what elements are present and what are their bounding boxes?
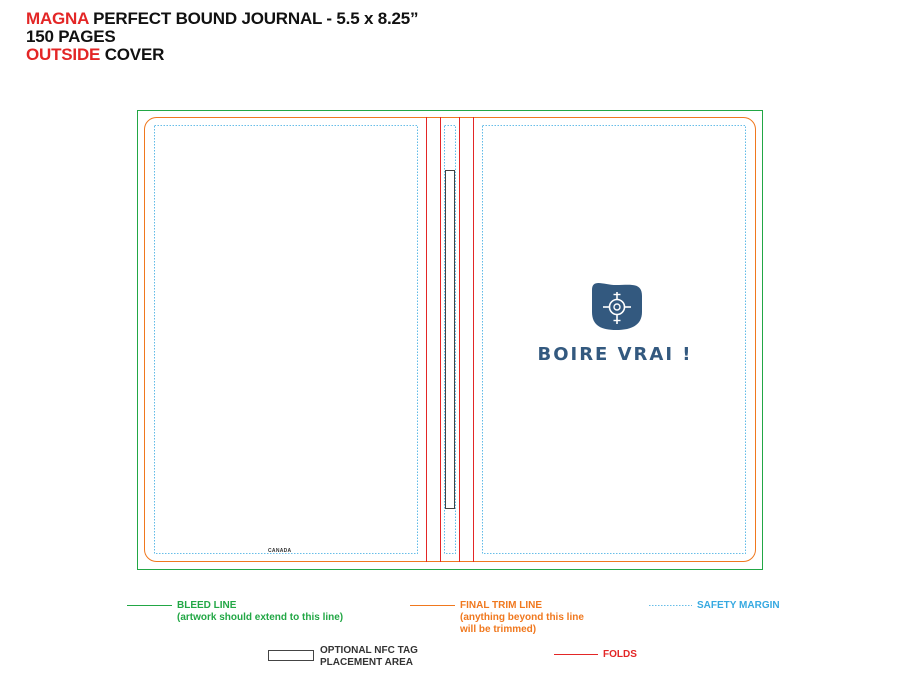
legend-safety: SAFETY MARGIN <box>697 600 780 612</box>
back-cover-imprint: CANADA <box>268 548 292 554</box>
legend-bleed-note: (artwork should extend to this line) <box>177 612 344 623</box>
crosshair-target-icon <box>592 282 642 330</box>
trim-line <box>144 117 756 562</box>
header-brand: MAGNA <box>26 9 89 28</box>
legend-trim-title: FINAL TRIM LINE <box>460 600 543 611</box>
header-side: OUTSIDE <box>26 45 101 64</box>
legend-nfc: OPTIONAL NFC TAG PLACEMENT AREA <box>320 645 418 669</box>
legend-bleed-title: BLEED LINE <box>177 600 237 611</box>
legend-nfc-title-2: PLACEMENT AREA <box>320 657 413 668</box>
safety-margin-spine <box>444 125 456 554</box>
safety-margin-front <box>482 125 746 554</box>
header-line-1: MAGNA PERFECT BOUND JOURNAL - 5.5 x 8.25… <box>26 9 419 28</box>
document-header: MAGNA PERFECT BOUND JOURNAL - 5.5 x 8.25… <box>26 9 419 64</box>
legend-nfc-title-1: OPTIONAL NFC TAG <box>320 645 418 656</box>
header-page-count: 150 PAGES <box>26 27 116 46</box>
legend-trim: FINAL TRIM LINE (anything beyond this li… <box>460 600 584 636</box>
bleed-line <box>137 110 763 570</box>
nfc-placement-area <box>445 170 455 509</box>
legend-nfc-swatch <box>268 650 314 661</box>
legend-trim-note-1: (anything beyond this line <box>460 612 584 623</box>
legend-folds: FOLDS <box>603 649 637 661</box>
legend-safety-title: SAFETY MARGIN <box>697 600 780 611</box>
brand-wordmark: BOIRE VRAI ! <box>537 344 693 365</box>
header-line-3: OUTSIDE COVER <box>26 46 418 64</box>
legend-bleed: BLEED LINE (artwork should extend to thi… <box>177 600 343 624</box>
legend-trim-note-2: will be trimmed) <box>460 624 537 635</box>
legend-folds-title: FOLDS <box>603 649 637 660</box>
header-product: PERFECT BOUND JOURNAL - 5.5 x 8.25” <box>93 9 419 28</box>
header-part: COVER <box>104 45 165 64</box>
safety-margin-back <box>154 125 418 554</box>
